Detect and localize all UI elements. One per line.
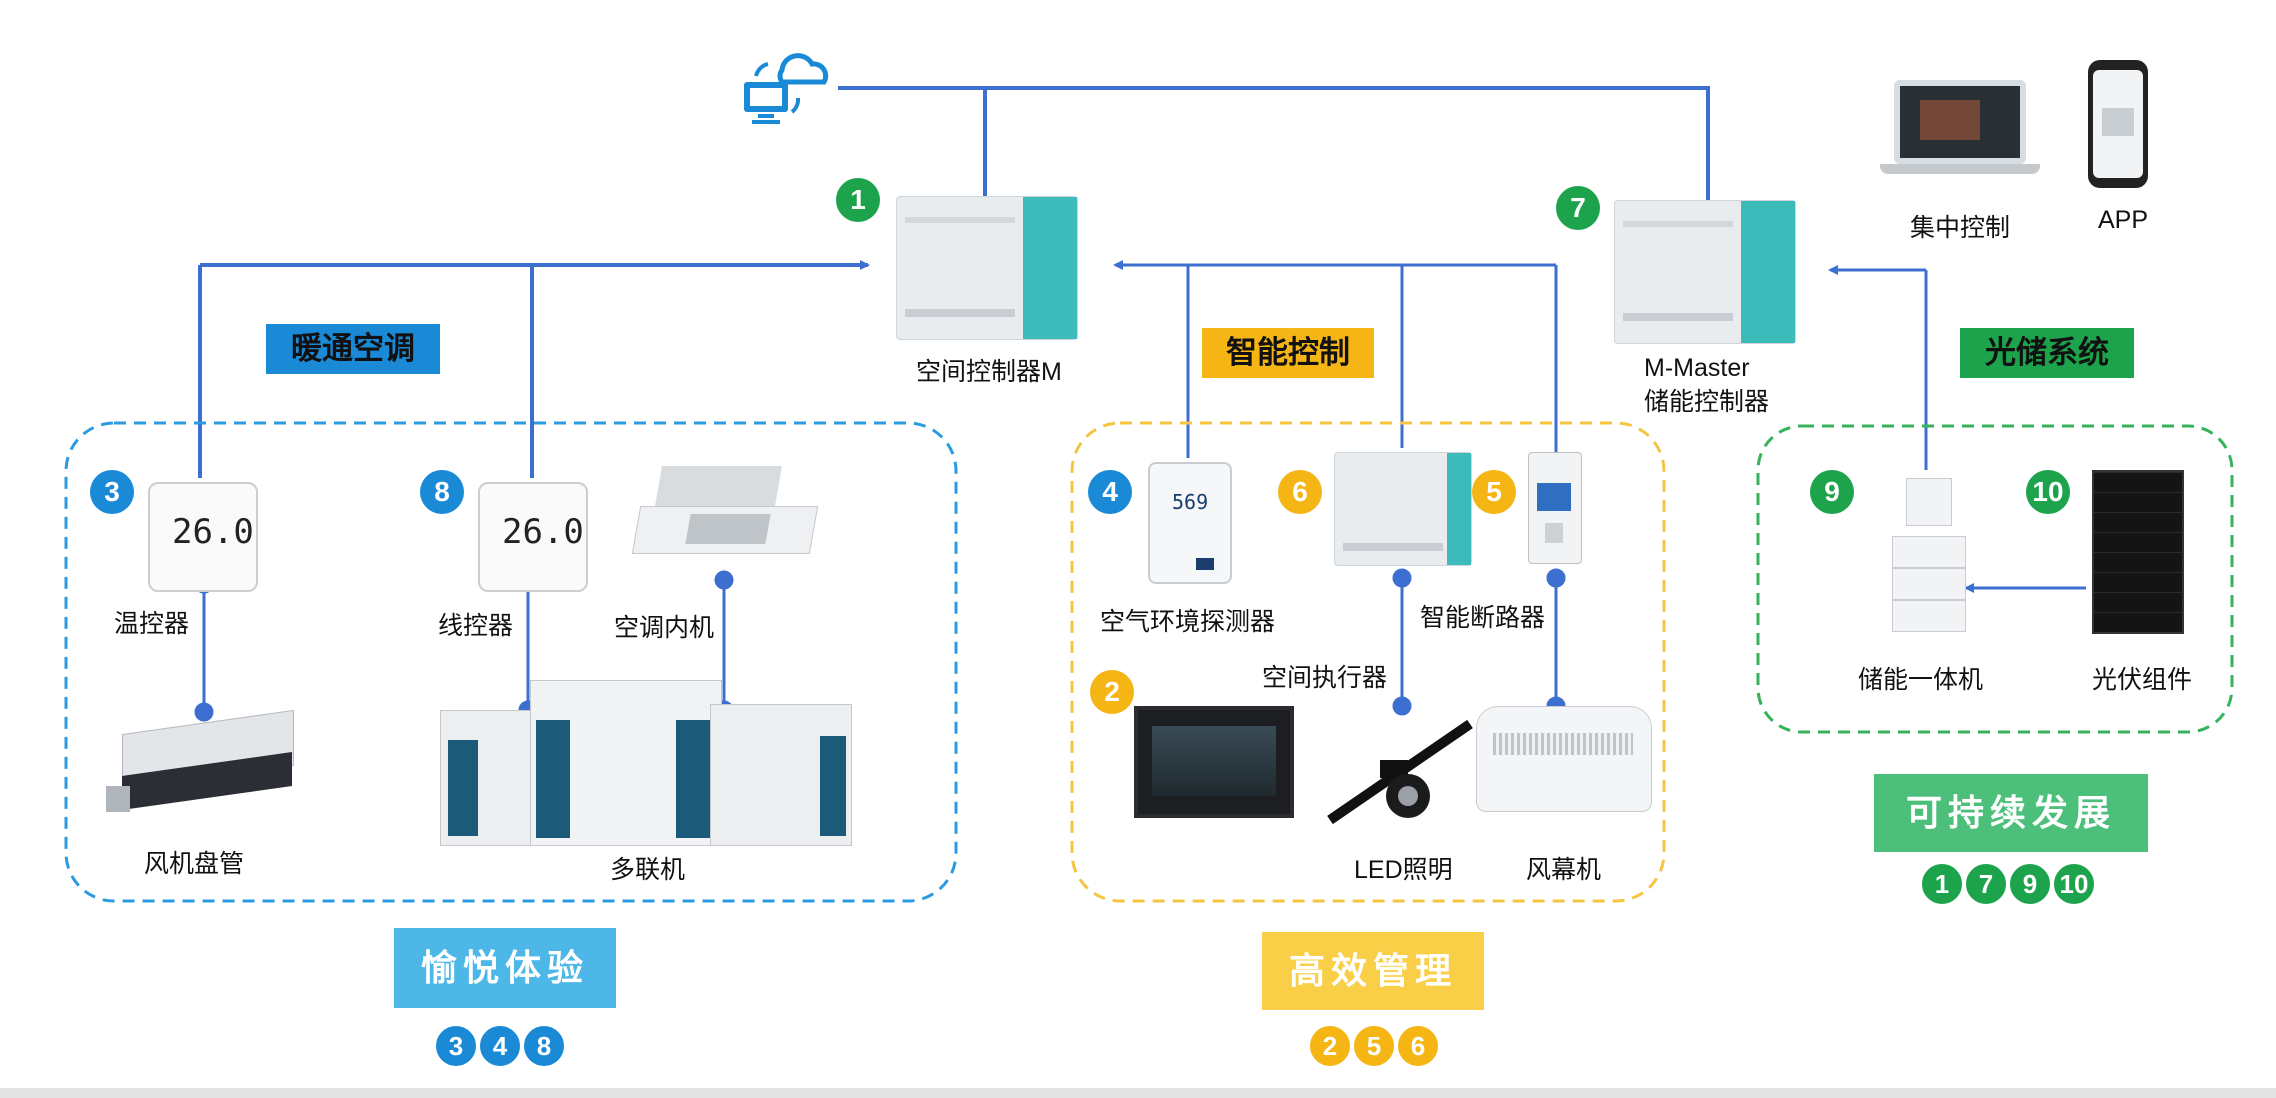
badge-7: 7 — [1556, 186, 1600, 230]
m-master-label-2: 储能控制器 — [1644, 388, 1770, 416]
air-curtain-label: 风幕机 — [1526, 856, 1602, 884]
smart-footer-num-3: 6 — [1396, 1024, 1440, 1068]
wire-controller: 26.0 — [478, 482, 588, 592]
wire-controller-display: 26.0 — [502, 512, 584, 552]
thermostat: 26.0 — [148, 482, 258, 592]
air-curtain — [1476, 706, 1652, 812]
badge-2: 2 — [1090, 670, 1134, 714]
badge-6: 6 — [1278, 470, 1322, 514]
vrf-outdoor-units — [440, 680, 852, 846]
pv-panel — [2092, 470, 2184, 634]
indoor-unit-label: 空调内机 — [614, 614, 715, 642]
wire-controller-label: 线控器 — [438, 612, 514, 640]
air-sensor-display: 569 — [1172, 490, 1209, 514]
smart-panel-screen — [1134, 706, 1294, 818]
led-track-light — [1320, 716, 1486, 832]
smart-dashed-box — [1070, 421, 1666, 903]
thermostat-label: 温控器 — [114, 610, 190, 638]
energy-storage-unit — [1888, 478, 1968, 636]
m-master-controller — [1614, 200, 1796, 344]
hvac-tag: 暖通空调 — [266, 324, 440, 374]
badge-9: 9 — [1810, 470, 1854, 514]
smart-tag: 智能控制 — [1202, 328, 1374, 378]
m-master-label-1: M-Master — [1644, 354, 1750, 382]
fan-coil-unit — [102, 709, 308, 818]
smart-breaker — [1528, 452, 1582, 564]
smart-footer-num-1: 2 — [1308, 1024, 1352, 1068]
smart-footer-num-2: 5 — [1352, 1024, 1396, 1068]
badge-8: 8 — [420, 470, 464, 514]
cloud-computer-icon — [738, 40, 832, 130]
hvac-footer-num-1: 3 — [434, 1024, 478, 1068]
central-control-label: 集中控制 — [1910, 214, 2011, 242]
thermostat-display: 26.0 — [172, 512, 254, 552]
hvac-dashed-box — [64, 421, 958, 903]
storage-tag: 光储系统 — [1960, 328, 2134, 378]
vrf-label: 多联机 — [610, 856, 686, 884]
hvac-footer-title: 愉悦体验 — [394, 928, 616, 1008]
bottom-divider — [0, 1088, 2276, 1098]
badge-10: 10 — [2026, 470, 2070, 514]
hvac-footer-num-2: 4 — [478, 1024, 522, 1068]
ess-label: 储能一体机 — [1858, 666, 1984, 694]
badge-4: 4 — [1088, 470, 1132, 514]
storage-footer-num-2: 7 — [1964, 862, 2008, 906]
space-controller-m — [896, 196, 1078, 340]
pv-label: 光伏组件 — [2092, 666, 2193, 694]
storage-footer-num-1: 1 — [1920, 862, 1964, 906]
laptop-icon — [1880, 80, 2040, 176]
hvac-footer-num-3: 8 — [522, 1024, 566, 1068]
badge-1: 1 — [836, 178, 880, 222]
cloud-bus-line — [838, 86, 1710, 212]
storage-footer-num-3: 9 — [2008, 862, 2052, 906]
badge-3: 3 — [90, 470, 134, 514]
fan-coil-label: 风机盘管 — [144, 850, 245, 878]
led-label: LED照明 — [1354, 856, 1453, 884]
app-label: APP — [2098, 206, 2149, 234]
air-quality-sensor: 569 — [1148, 462, 1232, 584]
breaker-label: 智能断路器 — [1420, 604, 1546, 632]
space-actuator — [1334, 452, 1472, 566]
storage-footer-num-4: 10 — [2052, 862, 2096, 906]
phone-icon — [2088, 60, 2148, 188]
storage-footer-title: 可持续发展 — [1874, 774, 2148, 852]
smart-footer-title: 高效管理 — [1262, 932, 1484, 1010]
badge-5: 5 — [1472, 470, 1516, 514]
actuator-label: 空间执行器 — [1262, 664, 1388, 692]
air-sensor-label: 空气环境探测器 — [1100, 608, 1276, 636]
storage-dashed-box — [1756, 424, 2234, 734]
controller-m-label: 空间控制器M — [916, 358, 1062, 386]
cassette-indoor-unit — [631, 466, 819, 558]
